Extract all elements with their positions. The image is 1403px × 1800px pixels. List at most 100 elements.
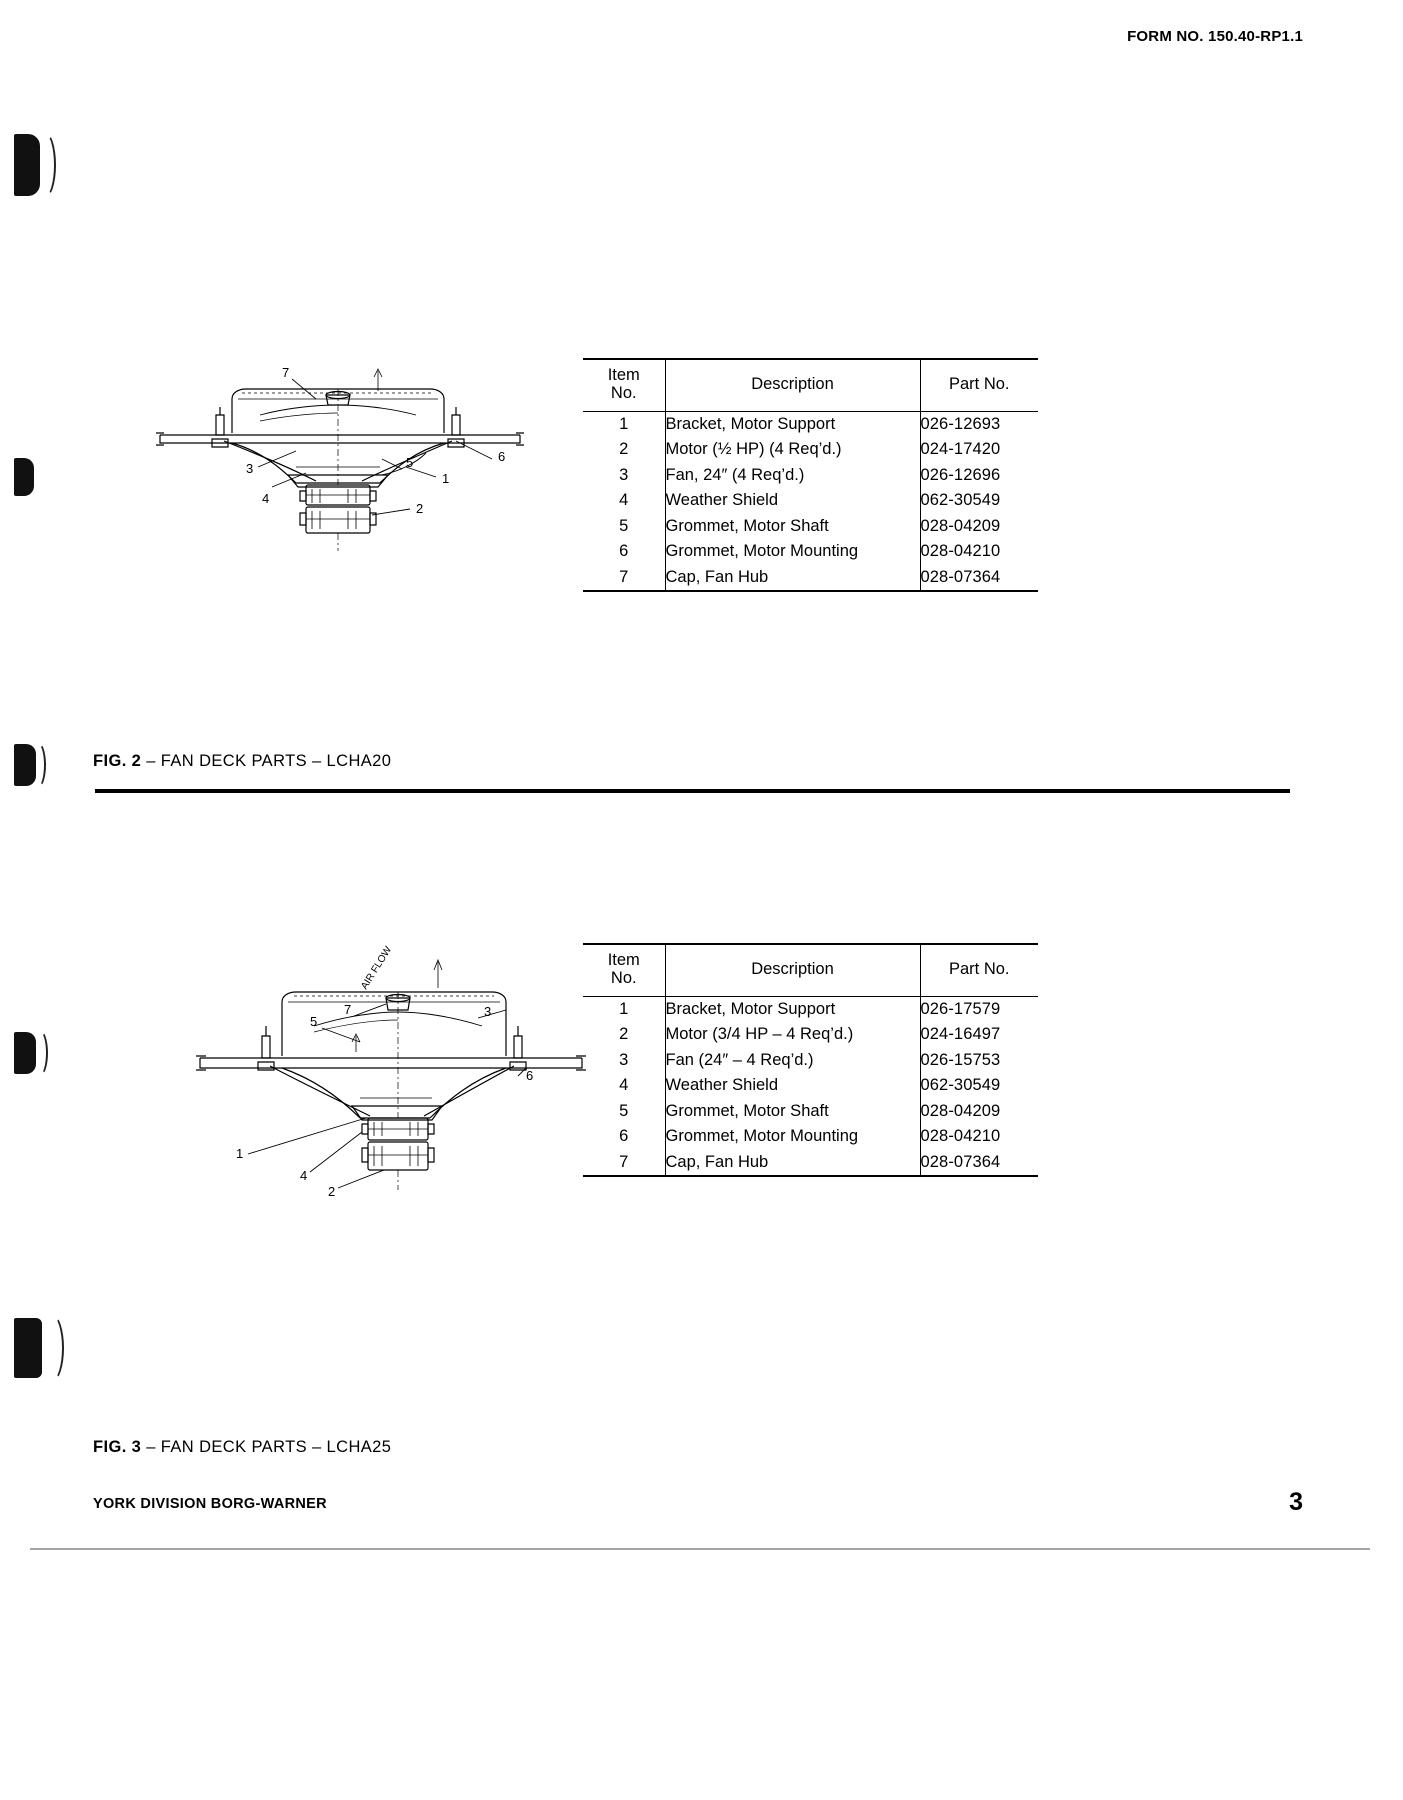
figure-title: FAN DECK PARTS xyxy=(160,752,307,770)
cell-part-no: 028-07364 xyxy=(919,1149,1038,1177)
table-row: 3 Fan (24″ – 4 Req’d.) 026-15753 xyxy=(583,1047,1038,1073)
cell-item-no: 4 xyxy=(583,488,666,514)
table-row: 6 Grommet, Motor Mounting 028-04210 xyxy=(583,1124,1038,1150)
cell-description: Weather Shield xyxy=(665,1076,779,1094)
cell-description: Weather Shield xyxy=(665,491,779,509)
cell-description: Cap, Fan Hub xyxy=(665,564,920,592)
table-header-row: Item No. Description Part No. xyxy=(583,943,1038,997)
table-row: 1 Bracket, Motor Support 026-12693 xyxy=(583,411,1038,437)
cell-item-no: 5 xyxy=(583,513,666,539)
binder-hole-arc xyxy=(40,1314,64,1382)
table-row: 7 Cap, Fan Hub 028-07364 xyxy=(583,1149,1038,1177)
cell-description: Grommet, Motor Mounting xyxy=(665,542,859,560)
cell-description: Grommet, Motor Mounting xyxy=(665,1127,859,1145)
binder-hole-mark xyxy=(14,1032,36,1074)
cell-description: Fan, 24″ (4 Req’d.) xyxy=(665,465,805,484)
callout-4: 4 xyxy=(262,491,269,506)
section-divider xyxy=(95,789,1290,793)
cell-part-no: 028-04210 xyxy=(919,539,1038,565)
cell-item-no: 6 xyxy=(583,539,666,565)
figure-model: LCHA20 xyxy=(326,752,392,770)
cell-description: Grommet, Motor Shaft xyxy=(665,516,829,535)
cell-description: Fan (24″ – 4 Req’d.) xyxy=(665,1050,814,1069)
table-row: 4 Weather Shield 062-30549 xyxy=(583,488,1038,514)
cell-item-no: 5 xyxy=(583,1098,666,1124)
cell-part-no: 028-04210 xyxy=(919,1124,1038,1150)
fan-deck-assembly-drawing-lcha25: 7 5 3 6 1 4 2 AIR FLOW xyxy=(170,940,610,1205)
column-header-description: Description xyxy=(665,358,920,412)
cell-item-no: 3 xyxy=(583,1047,666,1073)
table-row: 4 Weather Shield 062-30549 xyxy=(583,1073,1038,1099)
table-row: 5 Grommet, Motor Shaft 028-04209 xyxy=(583,513,1038,539)
table-row: 6 Grommet, Motor Mounting 028-04210 xyxy=(583,539,1038,565)
parts-table-lcha20: Item No. Description Part No. 1 Bracket,… xyxy=(583,358,1038,592)
cell-item-no: 7 xyxy=(583,564,666,592)
callout-2: 2 xyxy=(416,501,423,516)
column-header-part-no: Part No. xyxy=(919,943,1038,997)
cell-item-no: 7 xyxy=(583,1149,666,1177)
cell-part-no: 026-12693 xyxy=(919,411,1038,437)
cell-description: Bracket, Motor Support xyxy=(665,999,836,1018)
figure-dash-2: – xyxy=(311,752,322,770)
cell-description: Motor (½ HP) (4 Req’d.) xyxy=(665,440,842,458)
cell-item-no: 3 xyxy=(583,462,666,488)
callout-4: 4 xyxy=(300,1168,307,1183)
cell-part-no: 028-07364 xyxy=(919,564,1038,592)
cell-item-no: 4 xyxy=(583,1073,666,1099)
callout-6: 6 xyxy=(498,449,505,464)
cell-description: Bracket, Motor Support xyxy=(665,414,836,433)
cell-part-no: 028-04209 xyxy=(919,513,1038,539)
table-row: 7 Cap, Fan Hub 028-07364 xyxy=(583,564,1038,592)
callout-5: 5 xyxy=(406,455,413,470)
figure-title: FAN DECK PARTS xyxy=(160,1438,307,1456)
callout-1: 1 xyxy=(442,471,449,486)
footer-divider xyxy=(30,1548,1370,1550)
column-header-description: Description xyxy=(665,943,920,997)
cell-item-no: 1 xyxy=(583,996,666,1022)
footer-company: YORK DIVISION BORG-WARNER xyxy=(93,1496,327,1512)
figure-caption-3: FIG. 3 – FAN DECK PARTS – LCHA25 xyxy=(93,1438,391,1457)
column-header-item-no: Item No. xyxy=(583,943,666,997)
table-row: 3 Fan, 24″ (4 Req’d.) 026-12696 xyxy=(583,462,1038,488)
callout-7: 7 xyxy=(282,365,289,380)
callout-5: 5 xyxy=(310,1014,317,1029)
binder-hole-arc xyxy=(34,132,56,198)
callout-2: 2 xyxy=(328,1184,335,1199)
cell-part-no: 026-12696 xyxy=(919,462,1038,488)
cell-part-no: 028-04209 xyxy=(919,1098,1038,1124)
cell-item-no: 2 xyxy=(583,1022,666,1048)
figure-label: FIG. 3 xyxy=(93,1438,142,1456)
form-number: FORM NO. 150.40-RP1.1 xyxy=(1127,28,1303,45)
fan-deck-assembly-drawing-lcha20: 7 3 4 5 1 6 2 xyxy=(120,355,560,570)
figure-label: FIG. 2 xyxy=(93,752,142,770)
table-row: 2 Motor (3/4 HP – 4 Req’d.) 024-16497 xyxy=(583,1022,1038,1048)
parts-table-lcha25: Item No. Description Part No. 1 Bracket,… xyxy=(583,943,1038,1177)
cell-part-no: 062-30549 xyxy=(919,488,1038,514)
page-number: 3 xyxy=(1289,1488,1303,1516)
table-row: 2 Motor (½ HP) (4 Req’d.) 024-17420 xyxy=(583,437,1038,463)
callout-6: 6 xyxy=(526,1068,533,1083)
cell-item-no: 2 xyxy=(583,437,666,463)
binder-hole-arc xyxy=(30,742,46,788)
cell-description: Cap, Fan Hub xyxy=(665,1149,920,1177)
callout-7: 7 xyxy=(344,1002,351,1017)
cell-item-no: 6 xyxy=(583,1124,666,1150)
cell-description: Motor (3/4 HP – 4 Req’d.) xyxy=(665,1025,854,1043)
cell-part-no: 062-30549 xyxy=(919,1073,1038,1099)
cell-item-no: 1 xyxy=(583,411,666,437)
figure-dash: – xyxy=(146,1438,156,1456)
table-row: 1 Bracket, Motor Support 026-17579 xyxy=(583,996,1038,1022)
binder-hole-mark xyxy=(14,458,34,496)
cell-part-no: 026-15753 xyxy=(919,1047,1038,1073)
column-header-item-no: Item No. xyxy=(583,358,666,412)
figure-model: LCHA25 xyxy=(326,1438,392,1456)
cell-part-no: 024-17420 xyxy=(919,437,1038,463)
table-header-row: Item No. Description Part No. xyxy=(583,358,1038,412)
cell-part-no: 026-17579 xyxy=(919,996,1038,1022)
callout-3: 3 xyxy=(484,1004,491,1019)
cell-description: Grommet, Motor Shaft xyxy=(665,1101,829,1120)
table-row: 5 Grommet, Motor Shaft 028-04209 xyxy=(583,1098,1038,1124)
column-header-part-no: Part No. xyxy=(919,358,1038,412)
cell-part-no: 024-16497 xyxy=(919,1022,1038,1048)
